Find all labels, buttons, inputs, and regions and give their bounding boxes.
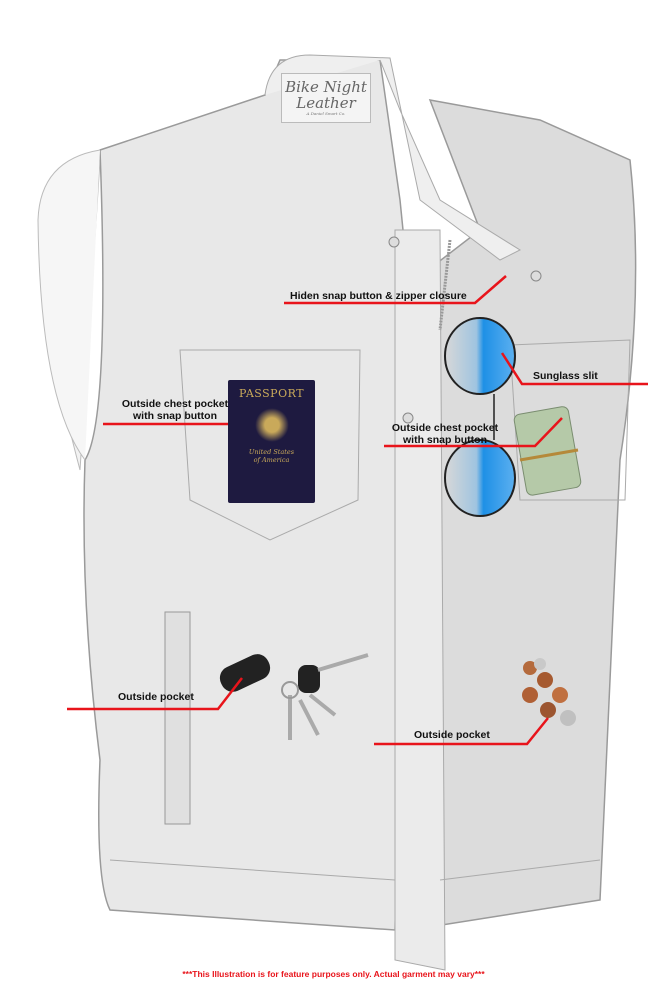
- callout-chest-pocket-right: Outside chest pocket with snap button: [370, 422, 520, 446]
- passport-icon: PASSPORT United States of America: [228, 380, 315, 503]
- eagle-seal-icon: [254, 408, 289, 442]
- sunglasses-icon: [444, 317, 516, 517]
- callout-line2: with snap button: [403, 434, 487, 446]
- vest-right-panel: [409, 99, 637, 931]
- waistband: [109, 859, 601, 881]
- callout-line-sunglass: [500, 352, 648, 386]
- snap-button: [402, 412, 414, 424]
- callout-line-pocket-right: [374, 717, 549, 746]
- chest-pocket-right: [509, 339, 631, 501]
- snap-button: [530, 270, 542, 282]
- callout-line-zipper: [284, 275, 507, 305]
- disclaimer: ***This Illustration is for feature purp…: [182, 969, 485, 979]
- callout-sunglass: Sunglass slit: [533, 370, 598, 382]
- callout-zipper: Hiden snap button & zipper closure: [290, 290, 467, 302]
- cash-roll-icon: [513, 406, 582, 496]
- callout-pocket-left: Outside pocket: [118, 691, 194, 703]
- logo-tagline: A Daniel Smart Co.: [306, 111, 346, 116]
- vest-placket: [394, 229, 446, 971]
- callout-line1: Outside chest pocket: [121, 398, 229, 410]
- callout-line1: Outside chest pocket: [391, 422, 499, 434]
- brand-logo: Bike Night Leather A Daniel Smart Co.: [281, 73, 371, 123]
- passport-country-1: United States: [248, 448, 295, 456]
- callout-chest-pocket-left: Outside chest pocket with snap button: [100, 398, 250, 422]
- passport-title: PASSPORT: [238, 387, 305, 400]
- callout-pocket-right: Outside pocket: [414, 729, 490, 741]
- callout-line-pocket-left: [67, 677, 243, 711]
- zipper: [438, 239, 452, 331]
- logo-line2: Leather: [296, 94, 356, 112]
- passport-country-2: of America: [253, 456, 290, 464]
- logo-line1: Bike Night: [285, 78, 367, 96]
- chest-pocket-left: [179, 349, 361, 541]
- armhole: [37, 149, 101, 461]
- snap-button: [388, 236, 400, 248]
- callout-line-chest-right: [384, 417, 563, 448]
- side-pocket-left: [164, 611, 191, 825]
- car-keys-icon: [219, 653, 369, 740]
- coins-icon: [522, 658, 576, 726]
- callout-line2: with snap button: [133, 410, 217, 422]
